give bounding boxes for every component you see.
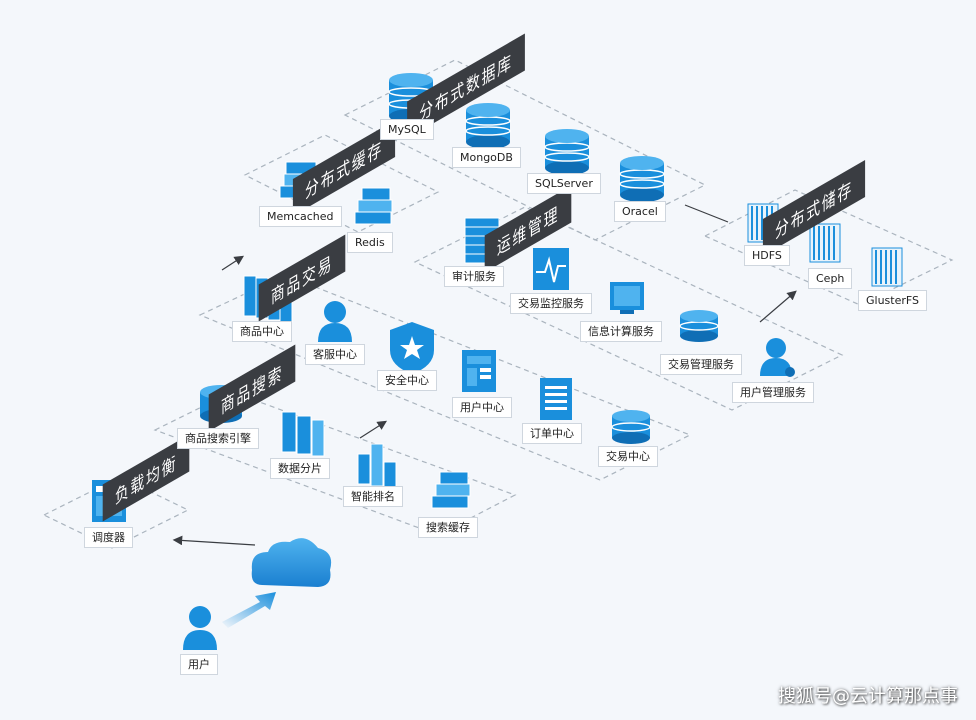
oracle-icon	[619, 156, 665, 202]
label-search-cache: 搜索缓存	[418, 517, 478, 538]
platform-trade	[198, 274, 692, 481]
monitor-chart-icon	[533, 248, 569, 290]
label-trade-center: 交易中心	[598, 446, 658, 467]
watermark: 搜狐号@云计算那点事	[778, 686, 958, 707]
mongodb-icon	[465, 103, 511, 149]
label-search-engine: 商品搜索引擎	[177, 428, 259, 449]
user-center-icon	[462, 350, 496, 392]
user-management-icon	[760, 338, 795, 377]
label-mongodb: MongoDB	[452, 147, 521, 168]
label-redis: Redis	[347, 232, 393, 253]
label-oracle: Oracel	[614, 201, 666, 222]
label-mysql: MySQL	[380, 119, 434, 140]
label-trade-monitor: 交易监控服务	[510, 293, 592, 314]
sqlserver-icon	[544, 129, 590, 175]
trade-management-icon	[679, 310, 719, 342]
search-cache-icon	[431, 471, 471, 509]
label-glusterfs: GlusterFS	[858, 290, 928, 311]
redis-icon	[354, 187, 393, 225]
label-scheduler: 调度器	[84, 527, 133, 548]
label-product-center: 商品中心	[232, 321, 292, 342]
trade-center-icon	[611, 410, 651, 444]
label-user-management: 用户管理服务	[732, 382, 814, 403]
label-order-center: 订单中心	[522, 423, 582, 444]
order-center-icon	[540, 378, 572, 420]
label-data-shard: 数据分片	[270, 458, 330, 479]
customer-service-icon	[318, 301, 352, 342]
cloud-icon	[251, 538, 332, 587]
flow-arrow-icon	[222, 592, 276, 628]
smart-ranking-icon	[357, 443, 397, 489]
label-smart-ranking: 智能排名	[343, 486, 403, 507]
label-audit: 审计服务	[444, 266, 504, 287]
label-trade-management: 交易管理服务	[660, 354, 742, 375]
label-user-center: 用户中心	[452, 397, 512, 418]
ceph-icon	[809, 223, 841, 263]
label-security-center: 安全中心	[377, 370, 437, 391]
platform-cache	[243, 134, 440, 233]
label-sqlserver: SQLServer	[527, 173, 601, 194]
label-info-compute: 信息计算服务	[580, 321, 662, 342]
label-ceph: Ceph	[808, 268, 853, 289]
glusterfs-icon	[871, 247, 903, 287]
label-customer-service: 客服中心	[305, 344, 365, 365]
user-icon	[183, 606, 217, 650]
data-shard-icon	[281, 411, 325, 457]
label-user: 用户	[180, 654, 218, 675]
label-memcached: Memcached	[259, 206, 342, 227]
shield-icon	[390, 322, 434, 374]
computer-screen-icon	[610, 282, 644, 314]
label-hdfs: HDFS	[744, 245, 790, 266]
